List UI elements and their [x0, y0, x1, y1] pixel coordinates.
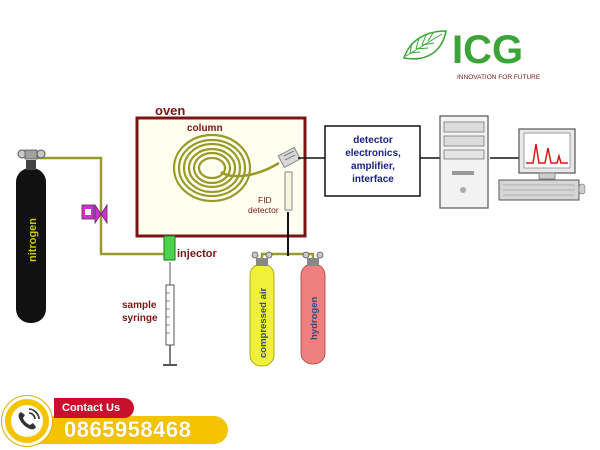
electronics-box: [324, 125, 421, 197]
compressed-air-tank: [249, 251, 275, 367]
logo: ICG INNOVATION FOR FUTURE: [402, 28, 541, 81]
phone-icon-bg: [11, 405, 43, 437]
logo-name: ICG: [452, 28, 523, 72]
oven-box: [135, 116, 307, 238]
contact-title: Contact Us: [54, 398, 135, 418]
computer-tower: [439, 115, 489, 209]
oven-label: oven: [155, 103, 185, 118]
phone-button[interactable]: [2, 396, 52, 446]
syringe-icon: [163, 262, 177, 366]
nitrogen-label: nitrogen: [27, 218, 39, 262]
compressed-air-label: compressed air: [258, 287, 269, 358]
column-coil: [172, 133, 280, 203]
logo-tagline: INNOVATION FOR FUTURE: [457, 74, 541, 81]
syringe-label: syringe: [122, 313, 158, 324]
column-label: column: [187, 123, 223, 134]
svg-text:amplifier,: amplifier,: [351, 161, 395, 172]
contact-phone[interactable]: 0865958468: [36, 416, 228, 444]
valve-icon: [81, 203, 108, 225]
chromatogram-peaks: [526, 143, 568, 164]
sample-label: sample: [122, 300, 157, 311]
hydrogen-label: hydrogen: [309, 297, 320, 340]
detector-label: detector: [248, 205, 279, 215]
fid-detector: [277, 146, 301, 256]
leaf-icon: [402, 30, 447, 60]
svg-text:detector: detector: [353, 135, 393, 146]
contact-badge[interactable]: 0865958468 Contact Us: [2, 396, 242, 448]
fid-label: FID: [258, 195, 272, 205]
svg-text:electronics,: electronics,: [345, 148, 401, 159]
injector: [163, 235, 176, 261]
nitrogen-tank: [16, 149, 46, 323]
hydrogen-tank: [300, 251, 326, 365]
electronics-label: detector electronics, amplifier, interfa…: [345, 135, 401, 185]
phone-icon: [18, 408, 40, 430]
injector-label: injector: [177, 248, 217, 260]
monitor: [498, 128, 586, 201]
svg-text:interface: interface: [352, 174, 394, 185]
